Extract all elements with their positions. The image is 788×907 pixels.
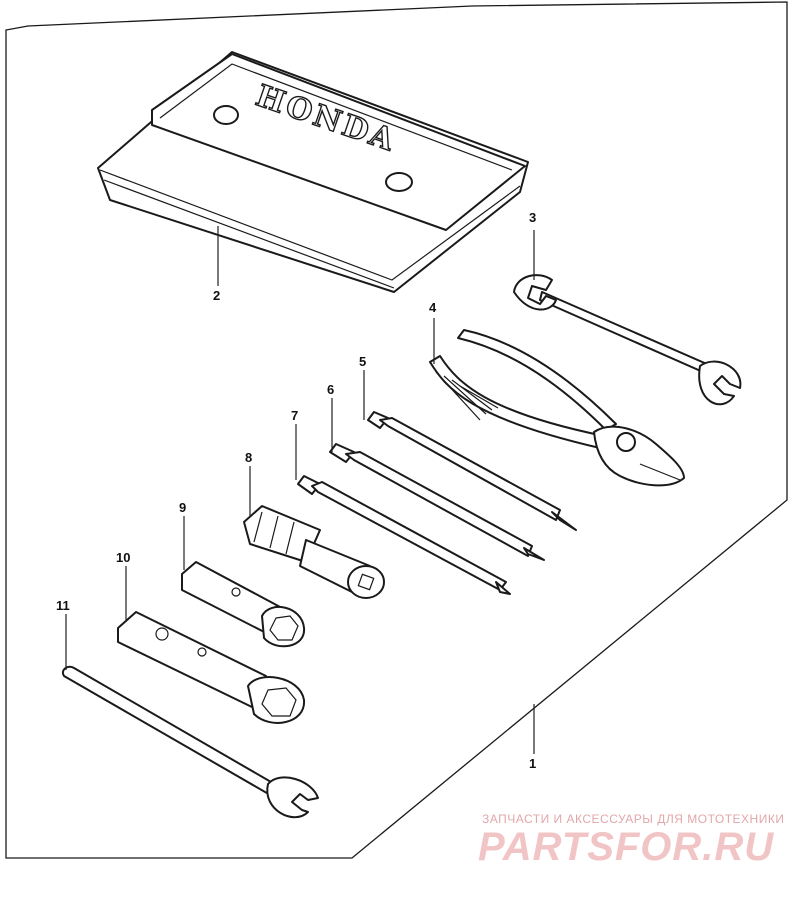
pliers (429, 329, 685, 487)
bar-wrench (62, 665, 319, 819)
screwdriver-handle (243, 505, 385, 599)
callout-3: 3 (529, 210, 536, 225)
snap-button-left (213, 105, 239, 125)
callout-7: 7 (291, 408, 298, 423)
screwdriver-6 (329, 443, 545, 561)
plug-wrench-small (181, 561, 306, 648)
callout-4: 4 (429, 300, 437, 315)
callout-5: 5 (359, 354, 366, 369)
callout-8: 8 (245, 450, 252, 465)
callout-2: 2 (213, 288, 220, 303)
kit-boundary (5, 1, 788, 859)
screwdriver-5 (367, 411, 577, 531)
open-end-wrench (513, 274, 742, 406)
callout-1: 1 (529, 756, 536, 771)
watermark-logo: PARTSFOR.RU (478, 825, 774, 869)
snap-button-right (385, 172, 413, 192)
plug-wrench-large (117, 611, 306, 724)
watermark-tagline: ЗАПЧАСТИ И АКСЕССУАРЫ ДЛЯ МОТОТЕХНИКИ (482, 812, 784, 826)
screwdriver-7 (297, 475, 511, 595)
callout-10: 10 (116, 550, 130, 565)
callout-6: 6 (327, 382, 334, 397)
callout-9: 9 (179, 500, 186, 515)
tool-pouch: HONDA (97, 51, 529, 293)
callout-11: 11 (56, 598, 70, 613)
